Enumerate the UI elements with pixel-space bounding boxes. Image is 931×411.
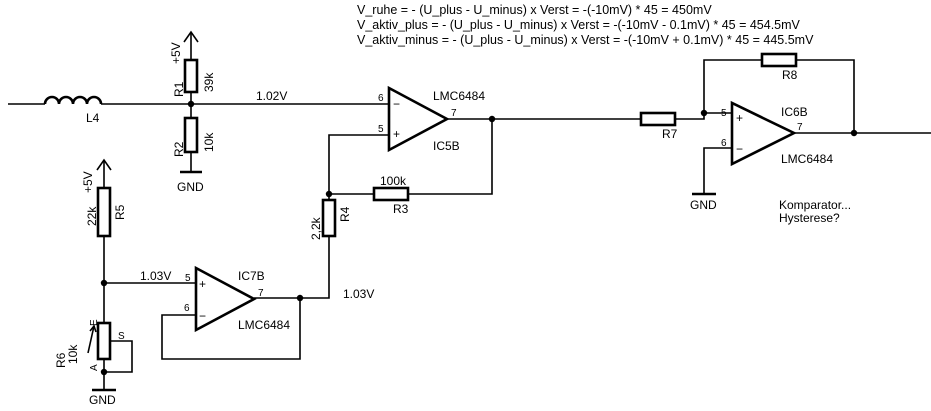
ground-label-r2: GND bbox=[177, 180, 204, 194]
inductor-l4: L4 bbox=[8, 95, 103, 125]
wire-ic6-minus-gnd bbox=[703, 147, 732, 194]
ic6b-plus-sign: + bbox=[736, 111, 743, 125]
resistor-r2 bbox=[183, 116, 199, 154]
voltage-label-1-03v: 1.03V bbox=[140, 269, 171, 283]
ic7b-pin-5: 5 bbox=[185, 273, 191, 284]
wire-ic7-feedback bbox=[161, 298, 301, 360]
junction-pot bbox=[100, 368, 108, 376]
resistor-r1-value: 39k bbox=[202, 72, 216, 92]
resistor-r8 bbox=[760, 52, 798, 68]
ic5b-part: LMC6484 bbox=[433, 89, 485, 103]
resistor-r3-value: 100k bbox=[380, 174, 407, 188]
ic7b-minus-sign: − bbox=[199, 309, 206, 323]
wire-ic5-plus bbox=[328, 134, 389, 200]
note-hysterese: Hysterese? bbox=[779, 211, 840, 225]
resistor-r5 bbox=[96, 186, 112, 238]
note-komparator: Komparator... bbox=[779, 198, 851, 212]
ic5b-pin-7: 7 bbox=[451, 108, 457, 119]
resistor-r7-label: R7 bbox=[662, 127, 678, 141]
supply-label-r5: +5V bbox=[81, 171, 95, 193]
wire-r4-to-ic7 bbox=[300, 236, 330, 299]
ic6b-pin-7: 7 bbox=[797, 122, 803, 133]
voltage-label-1-02v: 1.02V bbox=[256, 89, 287, 103]
ic7b-part: LMC6484 bbox=[238, 318, 290, 332]
divider-r5-r6: +5V 22k R5 E A S R6 10k GND bbox=[54, 158, 133, 407]
opamp-ic6b-symbol bbox=[730, 100, 797, 167]
ic7b-pin-7: 7 bbox=[258, 288, 264, 299]
voltage-label-ic7-out: 1.03V bbox=[343, 287, 374, 301]
ic5b-pin-6: 6 bbox=[378, 93, 384, 104]
potentiometer-arrow-icon bbox=[87, 325, 95, 354]
wire-feedback-r3 bbox=[408, 119, 493, 195]
resistor-r8-label: R8 bbox=[782, 68, 798, 82]
junction-r3-r4 bbox=[325, 190, 333, 198]
ic6b-minus-sign: − bbox=[736, 142, 743, 156]
ic7b-label: IC7B bbox=[238, 269, 265, 283]
ground-label-ic6: GND bbox=[690, 198, 717, 212]
resistor-r1-label: R1 bbox=[172, 81, 186, 97]
ic6b-pin-6: 6 bbox=[721, 138, 727, 149]
divider-r1-r2: +5V R1 39k R2 10k GND bbox=[169, 30, 216, 194]
ic5b-label: IC5B bbox=[433, 139, 460, 153]
ic5b-minus-sign: − bbox=[393, 97, 400, 111]
opamp-ic7b: + − 5 6 7 IC7B LMC6484 bbox=[184, 265, 290, 333]
wire-r8-left bbox=[703, 59, 762, 113]
resistor-r3-label: R3 bbox=[393, 202, 409, 216]
equation-v-ruhe: V_ruhe = - (U_plus - U_minus) x Verst = … bbox=[357, 3, 712, 17]
resistor-r1 bbox=[183, 58, 199, 94]
equation-v-aktiv-plus: V_aktiv_plus = - (U_plus - U_minus) x Ve… bbox=[357, 18, 801, 32]
ic6b-part: LMC6484 bbox=[781, 152, 833, 166]
opamp-ic5b: − + 6 5 7 LMC6484 IC5B bbox=[378, 85, 485, 153]
wire-r8-right bbox=[796, 59, 855, 133]
wire-pot-wiper bbox=[104, 340, 133, 373]
resistor-r5-value: 22k bbox=[85, 206, 99, 226]
ic5b-pin-5: 5 bbox=[378, 124, 384, 135]
resistor-r2-value: 10k bbox=[202, 132, 216, 152]
resistor-r2-label: R2 bbox=[172, 141, 186, 157]
potentiometer-r6 bbox=[96, 321, 112, 361]
junction-r1-r2 bbox=[187, 100, 195, 108]
pot-terminal-s: S bbox=[118, 331, 125, 342]
opamp-ic7b-symbol bbox=[194, 265, 257, 333]
ic6b-label: IC6B bbox=[781, 105, 808, 119]
opamp-ic6b: + − 5 6 7 IC6B LMC6484 bbox=[721, 100, 833, 167]
resistor-r3 bbox=[372, 186, 410, 202]
ic6b-pin-5: 5 bbox=[721, 108, 727, 119]
opamp-ic5b-symbol bbox=[387, 85, 450, 153]
ic7b-plus-sign: + bbox=[199, 277, 206, 291]
resistor-r5-label: R5 bbox=[113, 204, 127, 220]
ic5b-plus-sign: + bbox=[393, 127, 400, 141]
ic7b-pin-6: 6 bbox=[184, 303, 190, 314]
equation-v-aktiv-minus: V_aktiv_minus = - (U_plus - U_minus) x V… bbox=[357, 33, 814, 47]
resistor-r4 bbox=[321, 198, 337, 238]
pot-terminal-a: A bbox=[89, 364, 100, 371]
potentiometer-r6-label: R6 bbox=[54, 352, 68, 368]
pot-terminal-e: E bbox=[89, 319, 100, 326]
resistor-r7 bbox=[639, 111, 677, 127]
resistor-r4-value: 2,2k bbox=[309, 216, 323, 240]
inductor-l4-label: L4 bbox=[86, 111, 100, 125]
equations-block: V_ruhe = - (U_plus - U_minus) x Verst = … bbox=[357, 3, 814, 47]
resistor-r4-label: R4 bbox=[338, 206, 352, 222]
potentiometer-r6-value: 10k bbox=[66, 344, 80, 364]
ground-label-r6: GND bbox=[89, 393, 116, 407]
supply-label-r1: +5V bbox=[169, 42, 183, 64]
junction-ic6-out bbox=[850, 129, 858, 137]
